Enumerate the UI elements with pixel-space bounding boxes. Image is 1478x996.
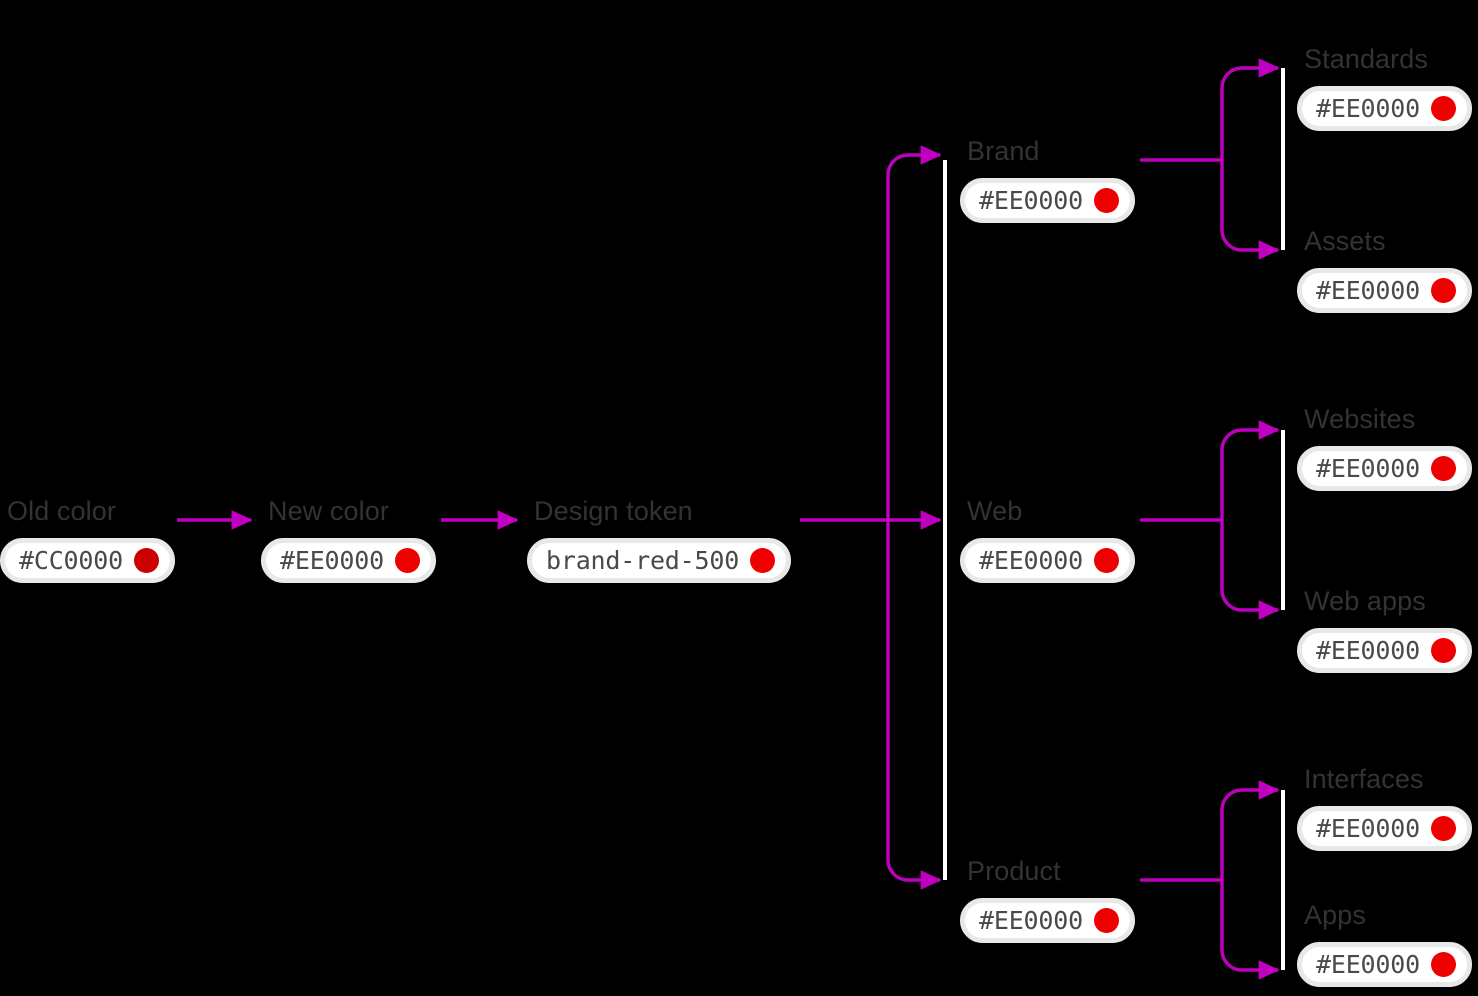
pill-standards[interactable]: #EE0000 — [1297, 86, 1472, 131]
edge-product-to-interfaces — [1220, 780, 1280, 880]
pill-design-token[interactable]: brand-red-500 — [527, 538, 792, 583]
pill-web[interactable]: #EE0000 — [960, 538, 1135, 583]
node-web-apps[interactable]: Web apps #EE0000 — [1297, 588, 1472, 673]
node-label-new-color: New color — [268, 496, 389, 526]
color-swatch-icon — [1430, 278, 1456, 303]
pill-value-web: #EE0000 — [979, 546, 1083, 575]
node-label-web: Web — [967, 496, 1023, 526]
color-swatch-icon — [133, 548, 159, 573]
pill-value-web-apps: #EE0000 — [1316, 636, 1420, 665]
node-standards[interactable]: Standards #EE0000 — [1297, 46, 1472, 131]
pill-value-interfaces: #EE0000 — [1316, 814, 1420, 843]
color-swatch-icon — [1430, 96, 1456, 121]
pill-value-standards: #EE0000 — [1316, 94, 1420, 123]
pill-old-color[interactable]: #CC0000 — [0, 538, 175, 583]
pill-value-product: #EE0000 — [979, 906, 1083, 935]
node-label-standards: Standards — [1304, 44, 1428, 74]
node-label-websites: Websites — [1304, 404, 1416, 434]
node-label-interfaces: Interfaces — [1304, 764, 1424, 794]
node-design-token[interactable]: Design token brand-red-500 — [527, 496, 792, 583]
edge-token-to-brand — [886, 145, 942, 520]
guide-rails — [943, 68, 1285, 970]
color-swatch-icon — [1093, 548, 1119, 573]
node-old-color[interactable]: Old color #CC0000 — [0, 498, 175, 583]
pill-value-websites: #EE0000 — [1316, 454, 1420, 483]
pill-value-design-token: brand-red-500 — [546, 546, 740, 575]
node-brand[interactable]: Brand #EE0000 — [960, 138, 1135, 223]
edge-web-to-websites — [1220, 420, 1280, 520]
pill-value-assets: #EE0000 — [1316, 276, 1420, 305]
color-swatch-icon — [1093, 188, 1119, 213]
pill-websites[interactable]: #EE0000 — [1297, 446, 1472, 491]
pill-brand[interactable]: #EE0000 — [960, 178, 1135, 223]
node-label-web-apps: Web apps — [1304, 586, 1426, 616]
pill-value-new-color: #EE0000 — [280, 546, 384, 575]
edge-web-to-webapps — [1220, 520, 1280, 620]
color-swatch-icon — [1430, 638, 1456, 663]
node-assets[interactable]: Assets #EE0000 — [1297, 228, 1472, 313]
color-swatch-icon — [750, 548, 776, 573]
pill-new-color[interactable]: #EE0000 — [261, 538, 436, 583]
node-apps[interactable]: Apps #EE0000 — [1297, 902, 1472, 987]
pill-assets[interactable]: #EE0000 — [1297, 268, 1472, 313]
edge-brand-to-standards — [1220, 58, 1280, 160]
pill-web-apps[interactable]: #EE0000 — [1297, 628, 1472, 673]
edge-token-to-product — [886, 520, 942, 890]
color-swatch-icon — [1430, 816, 1456, 841]
node-web[interactable]: Web #EE0000 — [960, 498, 1135, 583]
node-websites[interactable]: Websites #EE0000 — [1297, 406, 1472, 491]
node-label-old-color: Old color — [7, 496, 116, 526]
pill-product[interactable]: #EE0000 — [960, 898, 1135, 943]
color-swatch-icon — [1430, 952, 1456, 977]
node-label-assets: Assets — [1304, 226, 1386, 256]
color-swatch-icon — [1093, 908, 1119, 933]
edge-brand-to-assets — [1220, 160, 1280, 260]
pill-value-old-color: #CC0000 — [19, 546, 123, 575]
pill-value-apps: #EE0000 — [1316, 950, 1420, 979]
pill-apps[interactable]: #EE0000 — [1297, 942, 1472, 987]
node-label-brand: Brand — [967, 136, 1040, 166]
node-label-product: Product — [967, 856, 1061, 886]
pill-interfaces[interactable]: #EE0000 — [1297, 806, 1472, 851]
color-swatch-icon — [1430, 456, 1456, 481]
connector-edges — [177, 58, 1280, 980]
edge-product-to-apps — [1220, 880, 1280, 980]
node-new-color[interactable]: New color #EE0000 — [261, 498, 436, 583]
node-product[interactable]: Product #EE0000 — [960, 858, 1135, 943]
node-interfaces[interactable]: Interfaces #EE0000 — [1297, 766, 1472, 851]
node-label-design-token: Design token — [534, 496, 693, 526]
color-swatch-icon — [394, 548, 420, 573]
node-label-apps: Apps — [1304, 900, 1366, 930]
pill-value-brand: #EE0000 — [979, 186, 1083, 215]
